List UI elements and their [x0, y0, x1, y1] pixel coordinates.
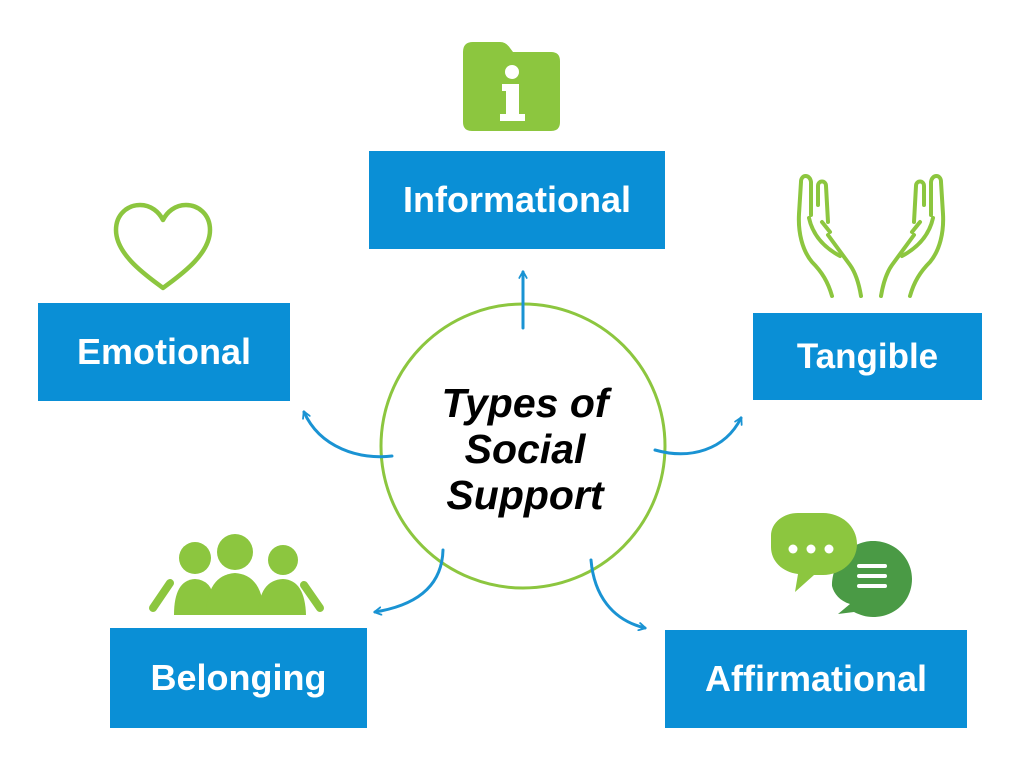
- emotional-box: Emotional: [38, 303, 290, 401]
- informational-box: Informational: [369, 151, 665, 249]
- belonging-box: Belonging: [110, 628, 367, 728]
- info-folder-icon: [463, 42, 560, 131]
- belonging-label: Belonging: [150, 657, 327, 698]
- affirmational-label: Affirmational: [704, 658, 927, 699]
- center-title-line-2: Social: [464, 426, 586, 472]
- tangible-box: Tangible: [753, 313, 982, 400]
- heart-icon: [113, 202, 213, 291]
- arrow-to-belonging: [375, 548, 445, 612]
- connector-arrows: [304, 272, 741, 628]
- emotional-label: Emotional: [76, 331, 251, 372]
- arrow-to-emotional: [304, 412, 394, 459]
- center-title: Types of Social Support: [405, 380, 645, 518]
- group-people-icon: [149, 534, 324, 615]
- speech-bubbles-icon: [771, 513, 912, 617]
- arrow-to-tangible: [653, 418, 741, 456]
- center-title-line-3: Support: [446, 472, 604, 518]
- tangible-label: Tangible: [796, 336, 939, 376]
- affirmational-box: Affirmational: [665, 630, 967, 728]
- arrow-to-affirmational: [589, 558, 645, 628]
- open-hands-icon: [796, 174, 946, 298]
- center-title-line-1: Types of: [441, 380, 609, 426]
- informational-label: Informational: [402, 179, 631, 220]
